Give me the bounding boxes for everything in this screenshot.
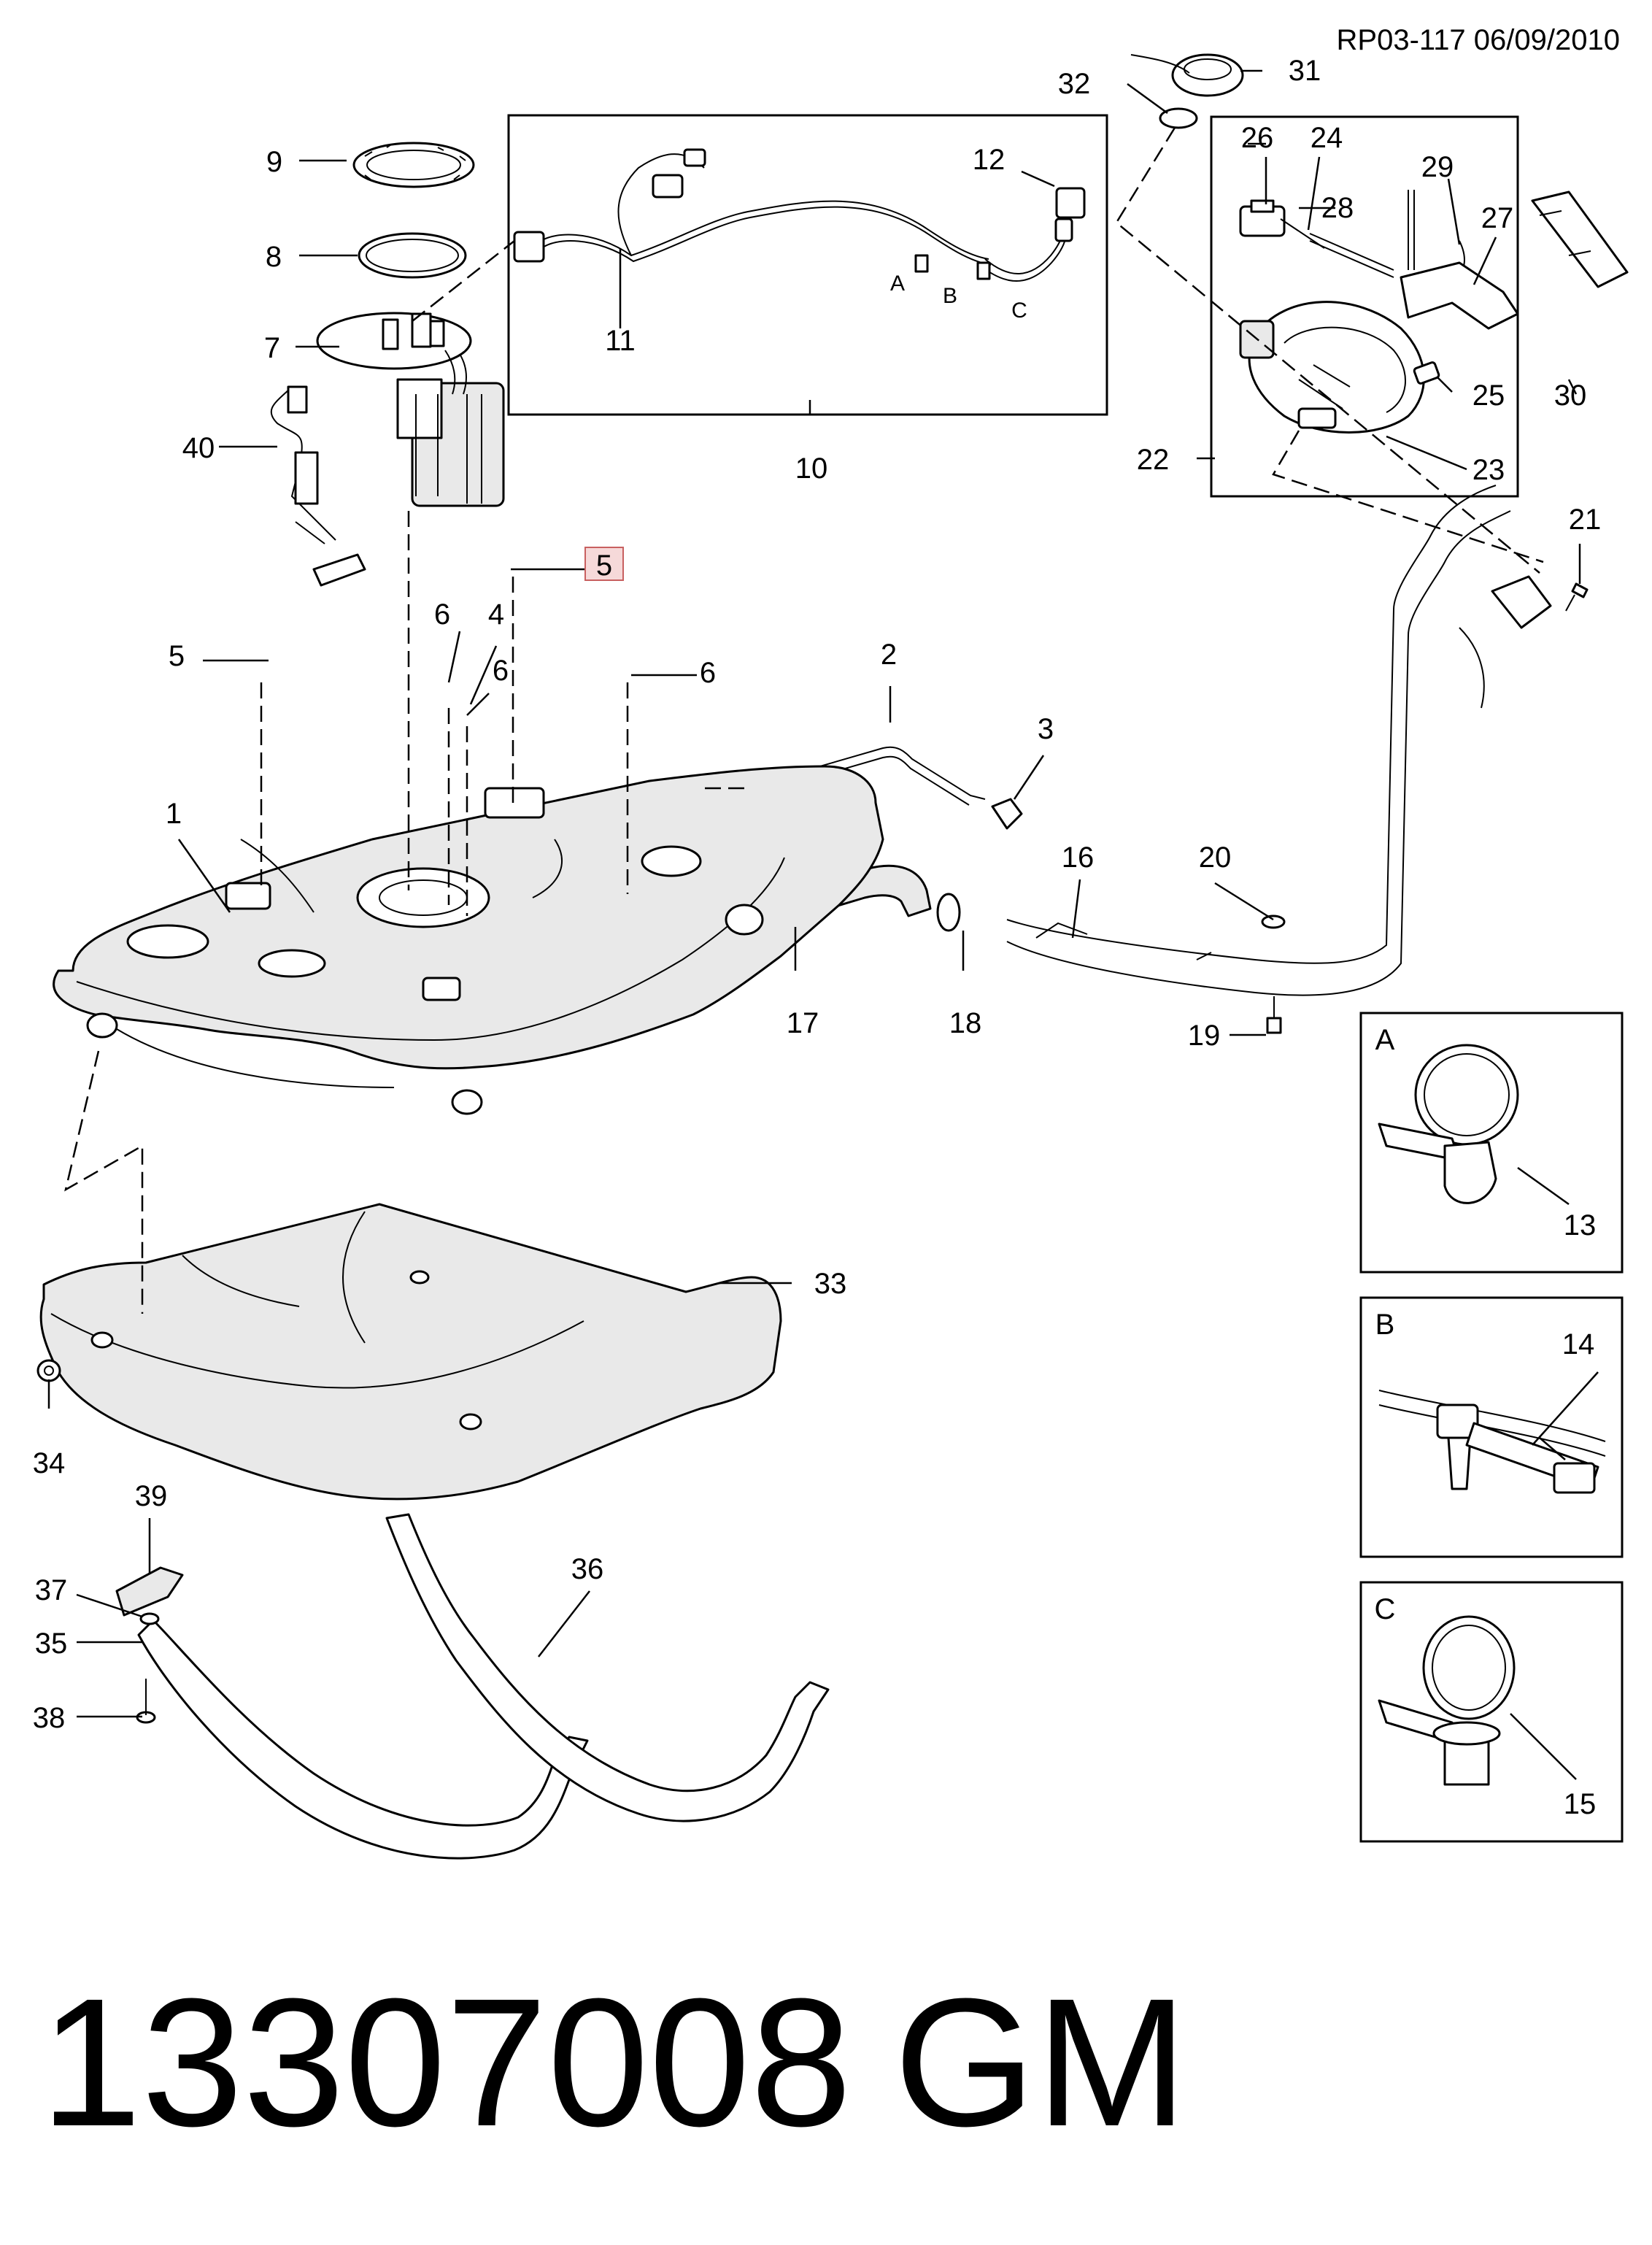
callout-16: 16 <box>1062 842 1095 874</box>
washer-37 <box>139 1612 160 1625</box>
vent-line <box>744 746 1023 830</box>
fuel-door-bracket-30 <box>1531 190 1629 288</box>
detail-letter-c: C <box>1375 1593 1396 1625</box>
callout-8: 8 <box>266 241 282 273</box>
lock-ring <box>352 142 475 188</box>
highlight-box-5 <box>584 547 624 581</box>
dashed-assembly-lines <box>64 127 1544 1314</box>
callout-1: 1 <box>166 798 182 830</box>
callout-32: 32 <box>1058 68 1091 100</box>
callout-7: 7 <box>264 332 280 364</box>
filler-pipe <box>1006 485 1552 996</box>
callout-14: 14 <box>1562 1328 1595 1360</box>
callout-3: 3 <box>1038 713 1054 745</box>
callout-numbers: 1 2 3 4 5 5 6 6 6 7 8 9 10 11 12 13 14 1… <box>33 55 1602 1820</box>
reference-code: RP03-117 06/09/2010 <box>1337 24 1620 56</box>
detail-box-c <box>1359 1581 1624 1843</box>
tank-strap-35 <box>137 1619 589 1860</box>
callout-38: 38 <box>33 1702 66 1734</box>
callout-2: 2 <box>881 639 897 671</box>
callout-12: 12 <box>973 144 1006 176</box>
callout-4: 4 <box>488 598 504 631</box>
callout-36: 36 <box>571 1553 604 1585</box>
detail-letter-a: A <box>1375 1024 1395 1056</box>
hose-clamp <box>936 893 961 932</box>
callout-27: 27 <box>1481 202 1514 234</box>
brand-label: GM <box>894 1960 1188 2164</box>
callout-24: 24 <box>1311 122 1343 154</box>
bracket-39 <box>115 1566 184 1617</box>
fuel-level-sender <box>270 385 366 587</box>
tank-shield <box>39 1203 782 1501</box>
box-fuel-door-housing <box>1210 115 1519 498</box>
callout-5-highlighted: 5 <box>596 550 612 582</box>
callout-31: 31 <box>1289 55 1321 87</box>
callout-40: 40 <box>182 432 215 464</box>
clip-13 <box>1378 1044 1519 1204</box>
hose-letter-c: C <box>1011 299 1027 323</box>
callout-5: 5 <box>169 640 185 672</box>
box-wiring-harness <box>507 114 1108 416</box>
clip-14 <box>1378 1390 1606 1494</box>
callout-6-upper: 6 <box>434 598 450 631</box>
callout-17: 17 <box>787 1007 819 1039</box>
detail-box-a <box>1359 1012 1624 1274</box>
callout-39: 39 <box>135 1480 168 1512</box>
nut-34 <box>36 1359 61 1382</box>
cap-o-ring <box>1159 107 1198 129</box>
callout-10: 10 <box>795 453 828 485</box>
callout-19: 19 <box>1188 1020 1221 1052</box>
callout-29: 29 <box>1421 151 1454 183</box>
fuel-cap <box>1130 53 1244 97</box>
seal-ring <box>358 232 467 279</box>
clip-15 <box>1378 1615 1516 1786</box>
callout-26: 26 <box>1241 122 1274 154</box>
hose-letter-b: B <box>943 284 957 308</box>
callout-28: 28 <box>1321 192 1354 224</box>
tank-strap-36 <box>385 1513 830 1822</box>
part-number: 13307008 <box>40 1960 852 2164</box>
nut-20 <box>1261 914 1286 929</box>
detail-letter-b: B <box>1375 1309 1395 1341</box>
callout-30: 30 <box>1554 380 1587 412</box>
callout-20: 20 <box>1199 842 1232 874</box>
hose-letter-a: A <box>890 272 905 296</box>
callout-11: 11 <box>605 325 636 357</box>
callout-22: 22 <box>1137 444 1170 476</box>
callout-35: 35 <box>35 1628 68 1660</box>
fuel-tank <box>53 765 884 1115</box>
callout-25: 25 <box>1472 380 1505 412</box>
callout-34: 34 <box>33 1447 66 1479</box>
leader-lines <box>47 69 1599 1780</box>
fuel-pump-module <box>316 312 505 507</box>
callout-33: 33 <box>814 1268 847 1300</box>
callout-13: 13 <box>1564 1209 1597 1241</box>
detail-box-b <box>1359 1296 1624 1558</box>
callout-9: 9 <box>266 146 282 178</box>
callout-6-middle: 6 <box>493 655 509 687</box>
callout-6-right: 6 <box>700 657 716 689</box>
callout-21: 21 <box>1569 504 1602 536</box>
screw-21 <box>1565 582 1589 612</box>
callout-37: 37 <box>35 1574 68 1606</box>
callout-15: 15 <box>1564 1788 1597 1820</box>
callout-18: 18 <box>949 1007 982 1039</box>
wiring-harness <box>513 148 1086 282</box>
callout-23: 23 <box>1472 454 1505 486</box>
bolt-19 <box>1266 996 1282 1034</box>
